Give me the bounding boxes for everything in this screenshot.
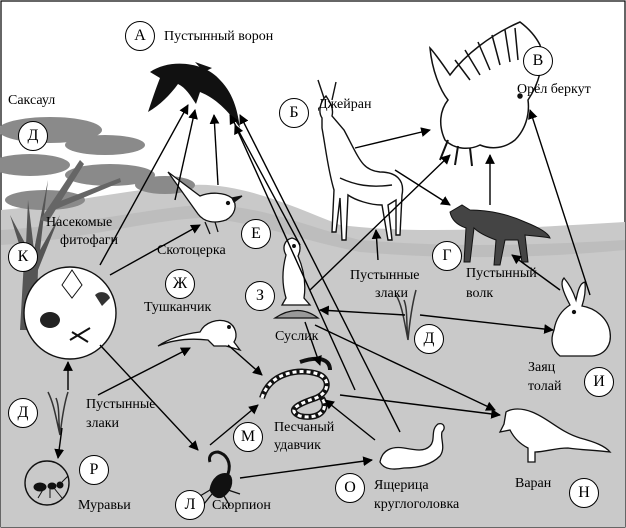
gazelle-icon: [317, 79, 404, 241]
node-m-label-1: Песчаный: [274, 420, 335, 435]
node-z-label: Суслик: [275, 329, 319, 344]
node-a-label: Пустынный ворон: [164, 29, 274, 44]
node-d-left-label-1: Пустынные: [86, 397, 156, 412]
node-v-letter: В: [523, 46, 553, 76]
node-k-label-1: Насекомые: [46, 215, 113, 230]
node-n-label: Варан: [515, 476, 552, 491]
node-g-letter: Г: [432, 241, 462, 271]
node-d-top-letter: Д: [18, 121, 48, 151]
node-d-top-label: Саксаул: [8, 93, 56, 108]
grass-icon: [47, 391, 69, 436]
node-k-label-2: фитофаги: [60, 233, 119, 248]
node-d-left-label-2: злаки: [86, 416, 120, 431]
node-k-letter: К: [8, 242, 38, 272]
node-g-label-1: Пустынный: [466, 266, 537, 281]
eagle-icon: [429, 21, 543, 167]
node-o-letter: О: [335, 473, 365, 503]
insects-icon: [23, 266, 117, 360]
grass-icon: [395, 289, 417, 341]
tree-icon: [0, 117, 195, 330]
node-g-label-2: волк: [466, 286, 494, 301]
node-d-mid-label-2: злаки: [375, 286, 409, 301]
node-v-label: Орёл беркут: [517, 82, 591, 97]
node-a-letter: А: [125, 21, 155, 51]
ant-icon: [33, 475, 69, 499]
food-arrows: [54, 104, 591, 479]
hare-icon: [551, 277, 611, 357]
node-l-letter: Л: [175, 490, 205, 520]
jerboa-icon: [157, 319, 242, 352]
node-b-letter: Б: [279, 98, 309, 128]
bird-icon: [167, 171, 243, 235]
scorpion-icon: [199, 450, 241, 507]
ground-ridge: [1, 204, 625, 258]
node-e-letter: Е: [241, 219, 271, 249]
node-l-label: Скорпион: [212, 498, 271, 513]
snake-icon: [259, 356, 332, 420]
node-zh-label: Тушканчик: [144, 300, 212, 315]
node-d-mid-label-1: Пустынные: [350, 268, 420, 283]
node-zh-letter: Ж: [165, 269, 195, 299]
node-m-label-2: удавчик: [274, 438, 321, 453]
node-e-label: Скотоцерка: [157, 243, 226, 258]
node-d-mid-letter: Д: [414, 324, 444, 354]
node-r-letter: Р: [79, 455, 109, 485]
wolf-icon: [449, 204, 551, 266]
raven-icon: [148, 62, 240, 129]
node-z-letter: З: [245, 281, 275, 311]
node-i-letter: И: [584, 367, 614, 397]
node-i-label-1: Заяц: [528, 360, 556, 375]
monitor-lizard-icon: [498, 408, 612, 463]
node-o-label-2: круглоголовка: [374, 497, 460, 512]
node-d-left-letter: Д: [8, 398, 38, 428]
node-b-label: Джейран: [318, 97, 372, 112]
node-m-letter: М: [233, 422, 263, 452]
node-i-label-2: толай: [528, 379, 562, 394]
node-o-label-1: Ящерица: [374, 478, 429, 493]
lizard-icon: [379, 422, 445, 470]
node-n-letter: Н: [569, 478, 599, 508]
node-r-label: Муравьи: [78, 498, 131, 513]
ants-circle: [24, 460, 70, 506]
